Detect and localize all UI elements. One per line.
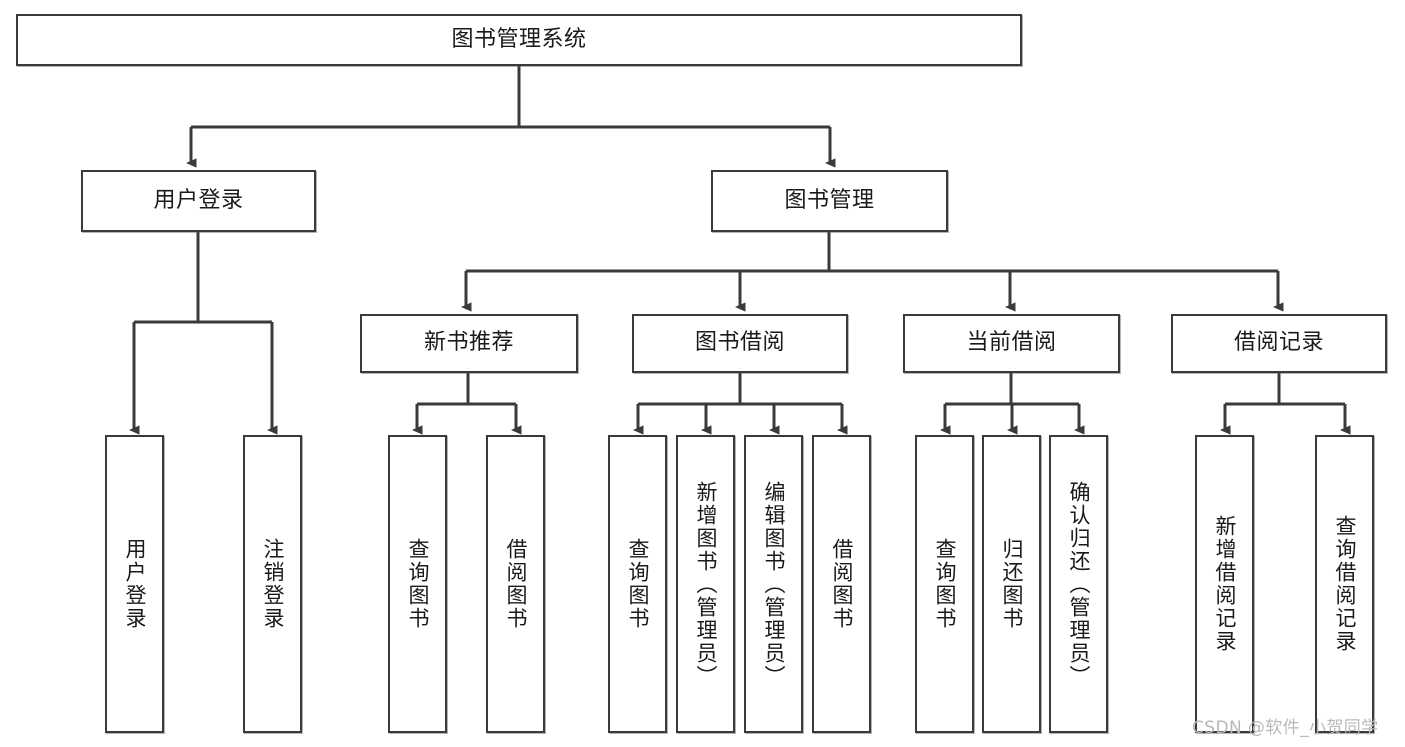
node-leaf-add-book[interactable]: 新增图书（管理员）	[676, 435, 735, 733]
node-leaf-user-login-label: 用户登录	[123, 538, 147, 630]
node-root[interactable]: 图书管理系统	[16, 14, 1022, 66]
node-leaf-query-book-1-label: 查询图书	[406, 538, 430, 630]
node-leaf-add-book-label: 新增图书（管理员）	[694, 480, 718, 688]
node-leaf-query-book-3[interactable]: 查询图书	[915, 435, 974, 733]
node-leaf-query-record-label: 查询借阅记录	[1333, 515, 1357, 653]
node-leaf-confirm-return-label: 确认归还（管理员）	[1067, 480, 1091, 688]
node-leaf-confirm-return[interactable]: 确认归还（管理员）	[1049, 435, 1108, 733]
node-leaf-query-record[interactable]: 查询借阅记录	[1315, 435, 1374, 733]
node-leaf-query-book-2[interactable]: 查询图书	[608, 435, 667, 733]
node-leaf-borrow-book-1-label: 借阅图书	[504, 538, 528, 630]
node-book-manage-label: 图书管理	[784, 187, 875, 213]
node-borrow-record[interactable]: 借阅记录	[1171, 314, 1387, 373]
node-borrow-record-label: 借阅记录	[1233, 330, 1324, 356]
node-leaf-query-book-3-label: 查询图书	[933, 538, 957, 630]
node-new-book-recommend-label: 新书推荐	[423, 330, 514, 356]
node-root-label: 图书管理系统	[451, 26, 587, 52]
node-book-borrow-label: 图书借阅	[694, 330, 785, 356]
node-user-login[interactable]: 用户登录	[81, 170, 316, 232]
node-leaf-add-record[interactable]: 新增借阅记录	[1195, 435, 1254, 733]
node-leaf-edit-book-label: 编辑图书（管理员）	[762, 480, 786, 688]
node-leaf-borrow-book-2-label: 借阅图书	[830, 538, 854, 630]
node-user-login-label: 用户登录	[153, 187, 244, 213]
node-current-borrow-label: 当前借阅	[966, 330, 1057, 356]
node-leaf-return-book[interactable]: 归还图书	[982, 435, 1041, 733]
node-leaf-query-book-1[interactable]: 查询图书	[388, 435, 447, 733]
node-book-manage[interactable]: 图书管理	[711, 170, 948, 232]
node-new-book-recommend[interactable]: 新书推荐	[360, 314, 578, 373]
node-leaf-borrow-book-1[interactable]: 借阅图书	[486, 435, 545, 733]
node-leaf-add-record-label: 新增借阅记录	[1213, 515, 1237, 653]
node-leaf-logout-login-label: 注销登录	[261, 538, 285, 630]
node-book-borrow[interactable]: 图书借阅	[632, 314, 848, 373]
node-current-borrow[interactable]: 当前借阅	[903, 314, 1120, 373]
node-leaf-query-book-2-label: 查询图书	[626, 538, 650, 630]
node-leaf-edit-book[interactable]: 编辑图书（管理员）	[744, 435, 803, 733]
node-leaf-return-book-label: 归还图书	[1000, 538, 1024, 630]
node-leaf-user-login[interactable]: 用户登录	[105, 435, 164, 733]
node-leaf-borrow-book-2[interactable]: 借阅图书	[812, 435, 871, 733]
node-leaf-logout-login[interactable]: 注销登录	[243, 435, 302, 733]
